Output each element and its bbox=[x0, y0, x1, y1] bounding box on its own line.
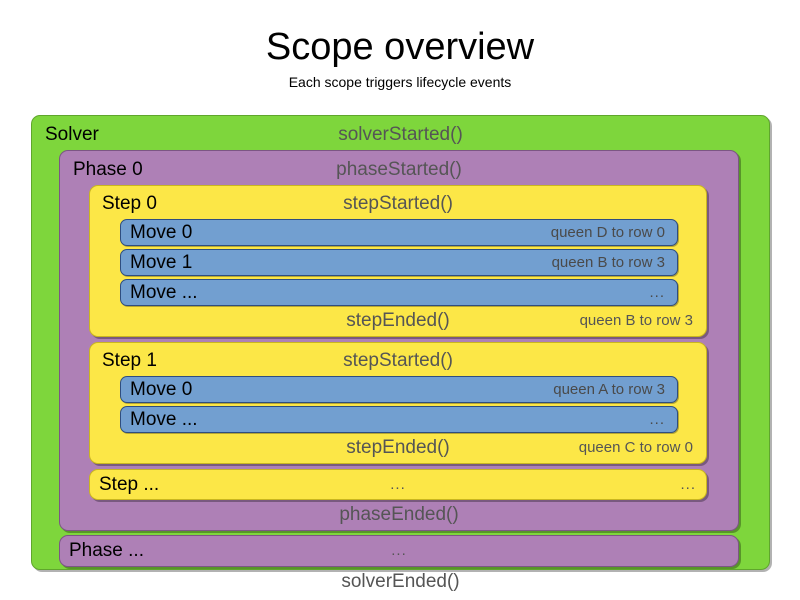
page-header: Scope overview Each scope triggers lifec… bbox=[0, 0, 800, 92]
step-ellipsis-event: ... bbox=[390, 476, 406, 493]
scope-overview-diagram: Solver solverStarted() Phase 0 phaseStar… bbox=[31, 115, 770, 592]
move-row[interactable]: Move 0 queen A to row 3 bbox=[120, 376, 678, 403]
step-scope-ellipsis[interactable]: Step ... ... ... bbox=[89, 469, 707, 500]
move-value: queen A to row 3 bbox=[553, 381, 665, 398]
step-1-started-event: stepStarted() bbox=[343, 350, 453, 371]
move-value: ... bbox=[649, 411, 665, 428]
step-1-ended-event: stepEnded() bbox=[346, 437, 450, 458]
phase-ellipsis-row: Phase ... ... bbox=[60, 536, 738, 566]
move-value: queen B to row 3 bbox=[551, 254, 665, 271]
move-row[interactable]: Move ... ... bbox=[120, 279, 678, 306]
solver-ended-event: solverEnded() bbox=[341, 571, 460, 592]
phase-0-ended-event: phaseEnded() bbox=[339, 504, 459, 525]
move-row[interactable]: Move ... ... bbox=[120, 406, 678, 433]
solver-scope[interactable]: Solver solverStarted() Phase 0 phaseStar… bbox=[31, 115, 770, 592]
step-1-ended-row: stepEnded() queen C to row 0 bbox=[93, 433, 703, 463]
step-1-header-row: Step 1 stepStarted() bbox=[93, 346, 703, 376]
step-scope-0[interactable]: Step 0 stepStarted() Move 0 queen D to r… bbox=[89, 185, 707, 337]
step-0-ended-event: stepEnded() bbox=[346, 310, 450, 331]
page-title: Scope overview bbox=[265, 26, 535, 68]
solver-label: Solver bbox=[45, 124, 99, 145]
phase-scope-ellipsis[interactable]: Phase ... ... bbox=[59, 535, 739, 567]
step-1-label: Step 1 bbox=[102, 350, 157, 371]
step-0-ended-value: queen B to row 3 bbox=[579, 312, 693, 329]
move-row[interactable]: Move 0 queen D to row 0 bbox=[120, 219, 678, 246]
step-1-ended-value: queen C to row 0 bbox=[578, 439, 693, 456]
phase-0-ended-row: phaseEnded() bbox=[64, 500, 734, 530]
move-label: Move 1 bbox=[130, 252, 193, 273]
solver-header-row: Solver solverStarted() bbox=[36, 120, 765, 150]
step-0-ended-row: stepEnded() queen B to row 3 bbox=[93, 306, 703, 336]
solver-started-event: solverStarted() bbox=[338, 124, 463, 145]
move-value: queen D to row 0 bbox=[550, 224, 665, 241]
page-subtitle: Each scope triggers lifecycle events bbox=[288, 74, 512, 90]
step-0-header-row: Step 0 stepStarted() bbox=[93, 189, 703, 219]
move-label: Move 0 bbox=[130, 222, 193, 243]
move-row[interactable]: Move 1 queen B to row 3 bbox=[120, 249, 678, 276]
step-scope-1[interactable]: Step 1 stepStarted() Move 0 queen A to r… bbox=[89, 342, 707, 464]
step-ellipsis-row: Step ... ... ... bbox=[90, 470, 706, 499]
phase-scope-0[interactable]: Phase 0 phaseStarted() Step 0 stepStarte… bbox=[59, 150, 739, 531]
phase-ellipsis-event: ... bbox=[391, 542, 407, 559]
phase-0-label: Phase 0 bbox=[73, 159, 143, 180]
move-value: ... bbox=[649, 284, 665, 301]
phase-0-started-event: phaseStarted() bbox=[336, 159, 462, 180]
step-ellipsis-label: Step ... bbox=[99, 474, 160, 495]
move-label: Move ... bbox=[130, 282, 198, 303]
move-label: Move 0 bbox=[130, 379, 193, 400]
step-0-label: Step 0 bbox=[102, 193, 157, 214]
step-ellipsis-value: ... bbox=[680, 476, 696, 493]
solver-ended-row: solverEnded() bbox=[36, 567, 765, 597]
step-0-started-event: stepStarted() bbox=[343, 193, 453, 214]
phase-0-header-row: Phase 0 phaseStarted() bbox=[64, 155, 734, 185]
move-label: Move ... bbox=[130, 409, 198, 430]
phase-ellipsis-label: Phase ... bbox=[69, 540, 144, 561]
